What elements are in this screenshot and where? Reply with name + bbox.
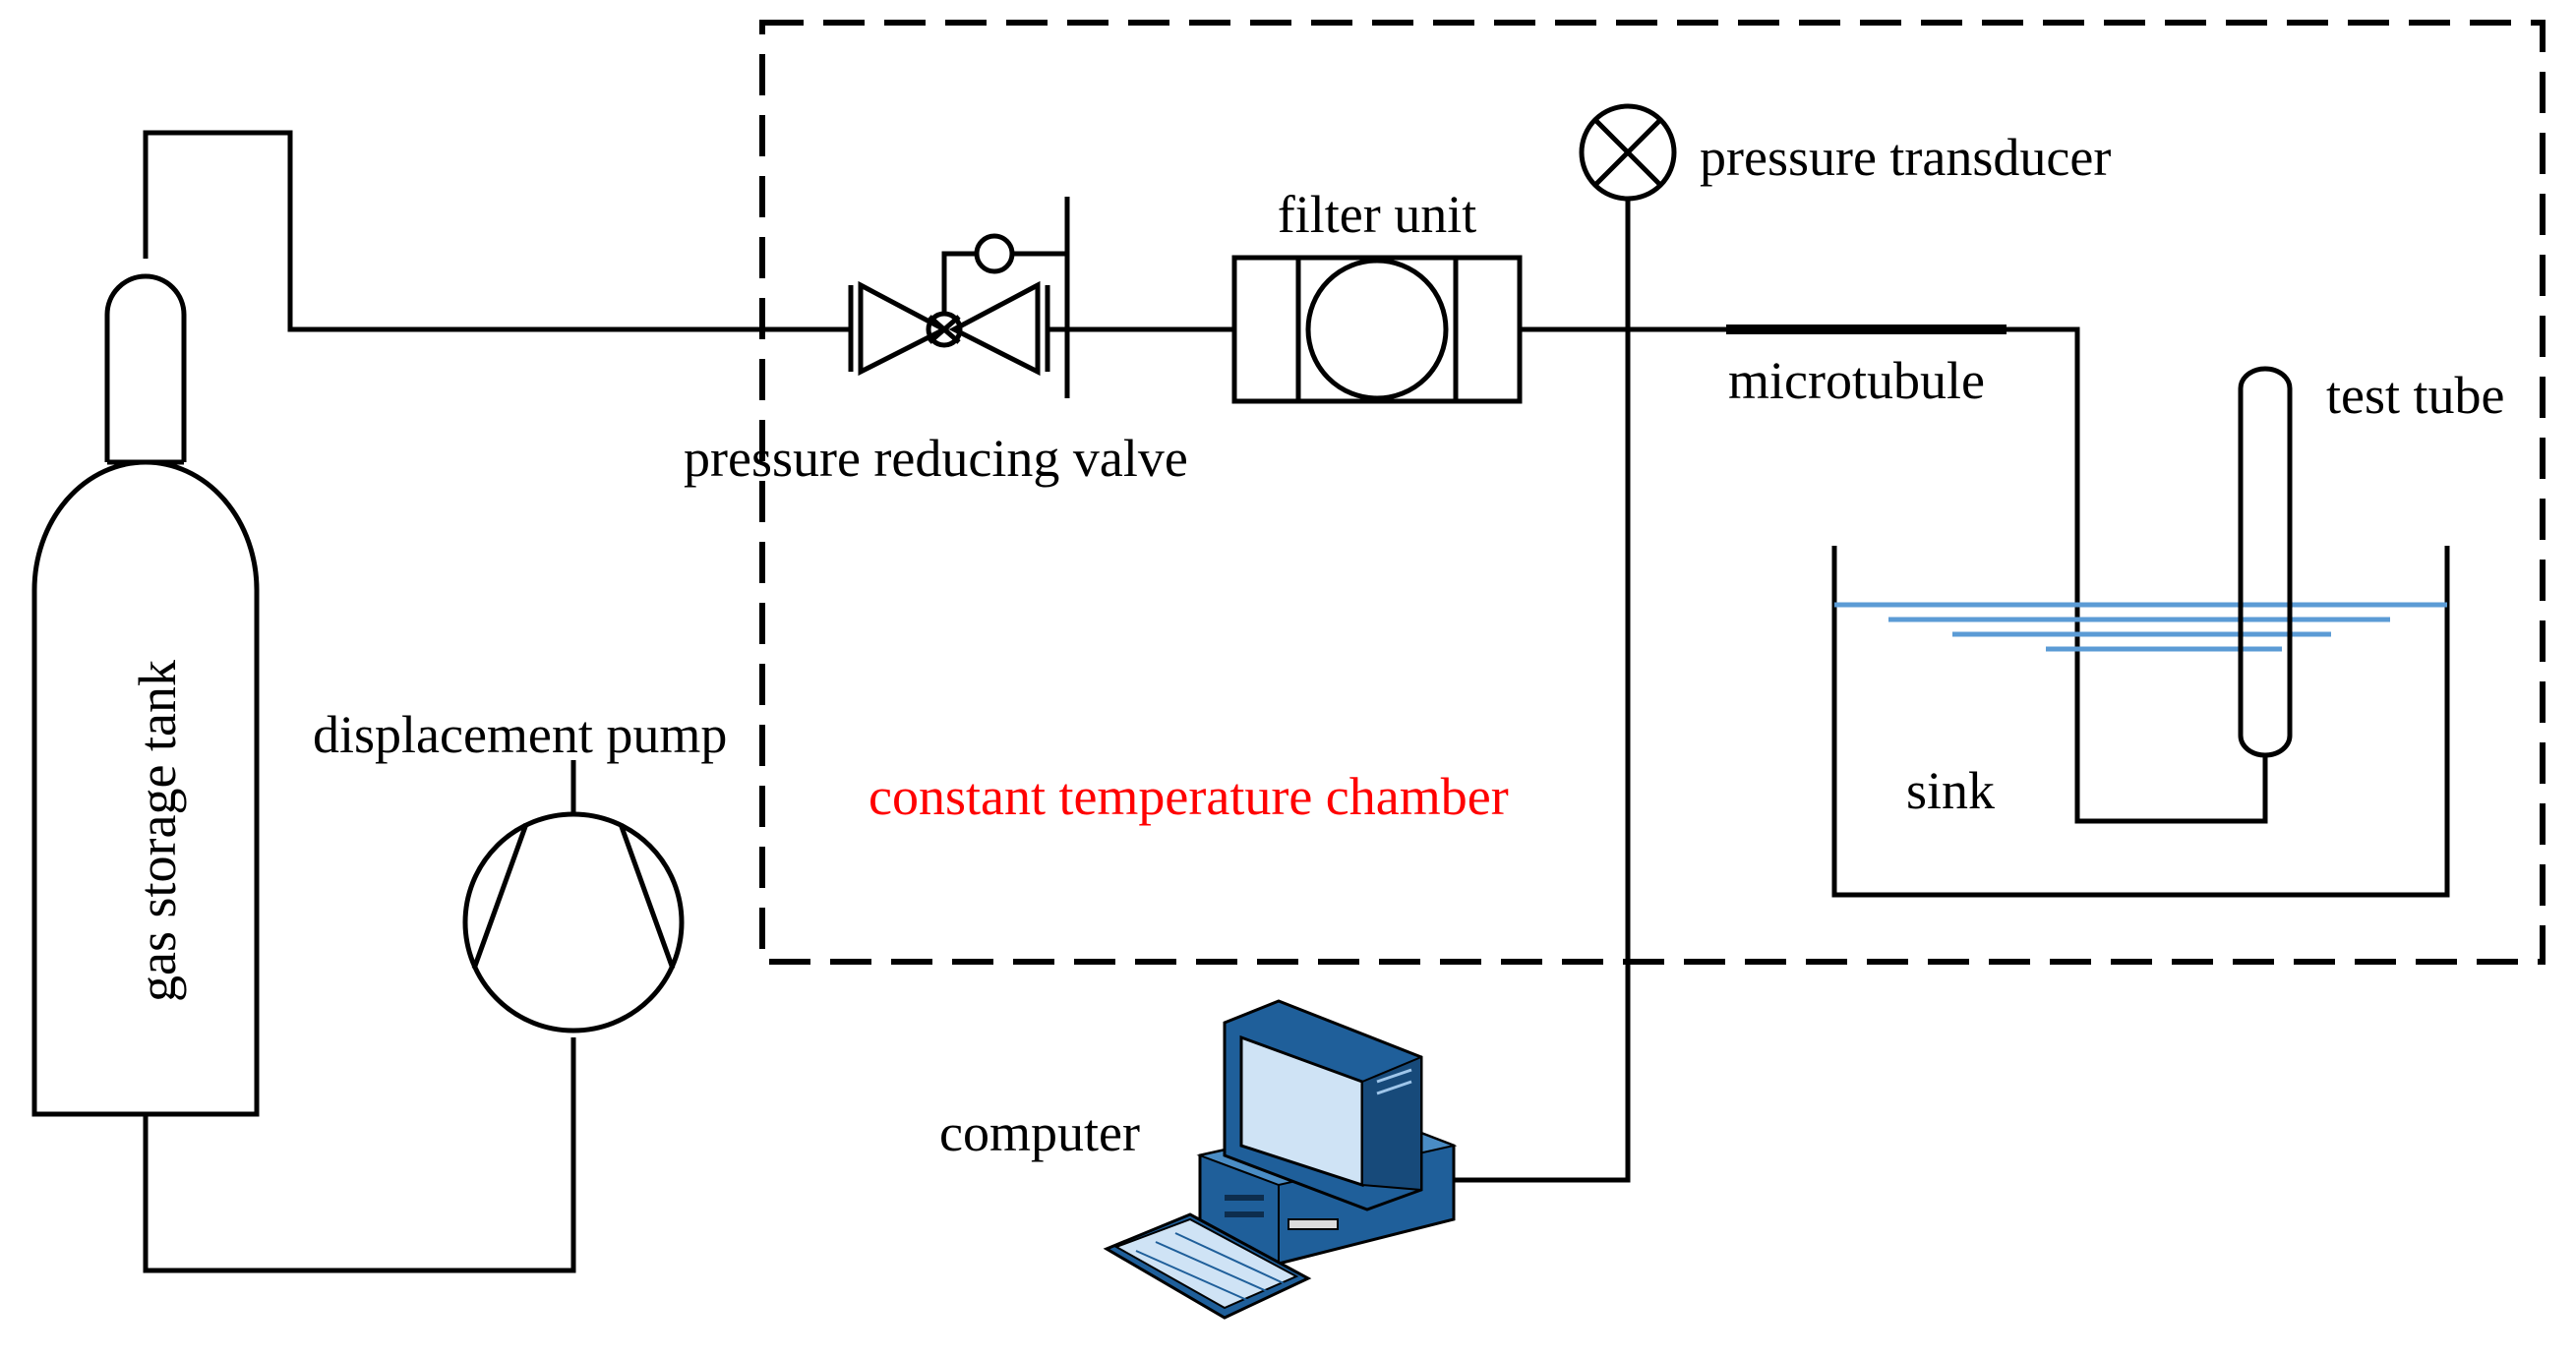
sink-label: sink [1906, 761, 1995, 820]
pipe-tank-to-valve [143, 130, 851, 332]
gas-cylinder-icon [31, 273, 260, 1117]
pipe-microtubule-to-test-tube [2007, 326, 2268, 824]
pipe-tank-to-pump [143, 1037, 576, 1273]
valve-icon [848, 197, 1070, 398]
test-tube-icon [2238, 366, 2293, 758]
constant-temperature-chamber-box [759, 20, 2546, 965]
pump-icon [462, 760, 685, 1033]
displacement-pump-label: displacement pump [313, 705, 727, 764]
pressure-transducer-label: pressure transducer [1700, 128, 2111, 187]
water-surface [1834, 602, 2447, 652]
filter-icon [1231, 255, 1523, 404]
sink-container [1831, 546, 2450, 898]
microtubule-label: microtubule [1728, 351, 1985, 410]
constant-temperature-chamber-label: constant temperature chamber [869, 767, 1509, 826]
gas-storage-tank-label: gas storage tank [128, 660, 187, 1002]
computer-icon [1103, 999, 1458, 1320]
test-tube-label: test tube [2326, 366, 2504, 425]
pressure-reducing-valve-label: pressure reducing valve [684, 429, 1188, 488]
computer-label: computer [939, 1103, 1140, 1162]
signal-line-transducer-to-computer [1454, 199, 1631, 1183]
gauge-icon [1579, 103, 1677, 202]
filter-unit-label: filter unit [1278, 185, 1476, 244]
